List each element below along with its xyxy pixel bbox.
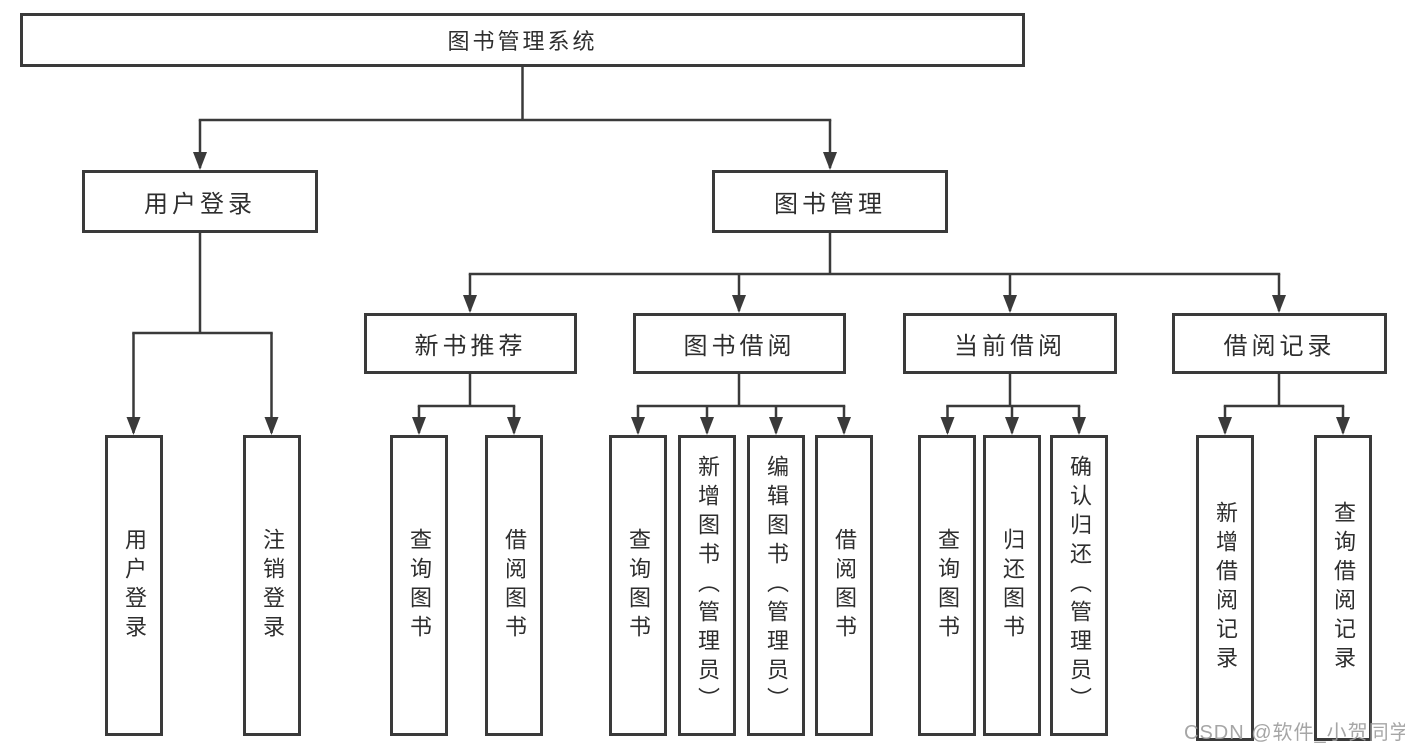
leaf-user-login: 用户登录 xyxy=(105,435,163,736)
node-book-borrow: 图书借阅 xyxy=(633,313,846,374)
connector-book-mgmt-children xyxy=(463,233,1286,313)
leaf-confirm-return-admin: 确认归还（管理员） xyxy=(1050,435,1108,736)
leaf-return-books: 归还图书 xyxy=(983,435,1041,736)
node-borrow-records: 借阅记录 xyxy=(1172,313,1387,374)
leaf-add-borrow-record: 新增借阅记录 xyxy=(1196,435,1254,741)
connector-borrow-records-children xyxy=(1218,374,1350,435)
node-root-library-system: 图书管理系统 xyxy=(20,13,1025,67)
leaf-logout: 注销登录 xyxy=(243,435,301,736)
node-current-borrow: 当前借阅 xyxy=(903,313,1117,374)
connector-current-borrow-children xyxy=(940,374,1086,435)
leaf-query-books-1: 查询图书 xyxy=(390,435,448,736)
leaf-query-borrow-record: 查询借阅记录 xyxy=(1314,435,1372,741)
node-book-management: 图书管理 xyxy=(712,170,948,233)
leaf-borrow-books-2: 借阅图书 xyxy=(815,435,873,736)
connector-root-to-level1 xyxy=(193,67,837,170)
csdn-watermark: CSDN @软件_小贺同学 xyxy=(1184,722,1405,744)
node-user-login: 用户登录 xyxy=(82,170,318,233)
leaf-borrow-books-1: 借阅图书 xyxy=(485,435,543,736)
leaf-edit-books-admin: 编辑图书（管理员） xyxy=(747,435,805,736)
connector-new-books-children xyxy=(412,374,521,435)
connector-user-login-children xyxy=(126,233,279,435)
node-new-book-recommend: 新书推荐 xyxy=(364,313,577,374)
leaf-query-books-2: 查询图书 xyxy=(609,435,667,736)
leaf-add-books-admin: 新增图书（管理员） xyxy=(678,435,736,736)
leaf-query-books-3: 查询图书 xyxy=(918,435,976,736)
connector-book-borrow-children xyxy=(631,374,851,435)
